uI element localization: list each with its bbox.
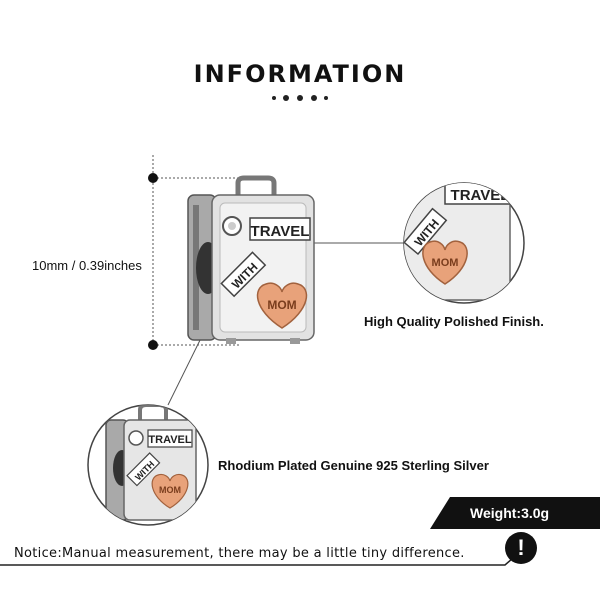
weight-banner — [430, 497, 600, 529]
divider-dot — [311, 95, 317, 101]
charm-text-travel: TRAVEL — [251, 223, 310, 240]
detail-text-travel: TRAVEL — [451, 187, 510, 204]
charm-text-mom: MOM — [267, 298, 296, 312]
divider-dot — [297, 95, 303, 101]
detail-text-mom: MOM — [432, 257, 459, 269]
measurement-guide — [148, 155, 240, 350]
divider-dot — [324, 96, 328, 100]
suitcase-charm-main: TRAVEL WITH MOM — [187, 175, 315, 344]
divider-dot — [283, 95, 289, 101]
material-label: Rhodium Plated Genuine 925 Sterling Silv… — [218, 458, 489, 473]
exclamation-icon: ! — [505, 532, 537, 564]
divider-dot — [272, 96, 276, 100]
size-label: 10mm / 0.39inches — [32, 258, 142, 273]
finish-label: High Quality Polished Finish. — [364, 314, 544, 329]
detail2-text-travel: TRAVEL — [148, 434, 191, 446]
material-detail-circle: TRAVEL WITH MOM — [87, 404, 209, 526]
weight-label: Weight:3.0g — [470, 505, 550, 521]
notice-text: Notice:Manual measurement, there may be … — [14, 546, 465, 561]
page-title: INFORMATION — [193, 60, 407, 88]
detail2-text-mom: MOM — [159, 485, 181, 495]
finish-detail-circle: TRAVEL WITH MOM — [403, 182, 525, 304]
material-callout-line — [167, 329, 206, 406]
